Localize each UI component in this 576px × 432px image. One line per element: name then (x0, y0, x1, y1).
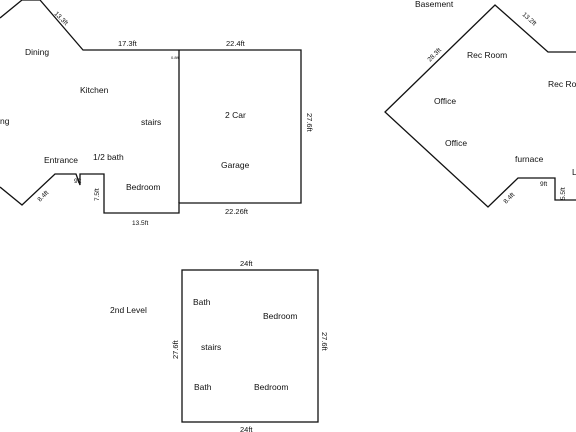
second-level-top-dimension: 24ft (240, 259, 253, 268)
living-room-label: ng (0, 116, 10, 126)
basement-bottom-step-dimension: 9ft (540, 181, 547, 188)
dining-label: Dining (25, 47, 49, 57)
small-note-dimension: 0.8ft (171, 55, 180, 60)
basement-plan: Basement Rec Room Rec Ro Office Office f… (384, 0, 576, 208)
entrance-top-dimension: 9ft (74, 178, 81, 185)
second-level-outline (181, 269, 319, 423)
garage-bottom-dimension: 22.26ft (225, 207, 249, 216)
basement-left-angle-dimension: 28.3ft (426, 47, 443, 64)
second-level-right-dimension: 27.6ft (320, 332, 329, 352)
kitchen-top-dimension: 17.3ft (118, 39, 138, 48)
garage-right-dimension: 27.6ft (305, 113, 314, 133)
basement-right-side-dimension: 5.5ft (560, 187, 567, 200)
stairs-label: stairs (141, 117, 161, 127)
bedroom-top-label: Bedroom (263, 311, 298, 321)
rec-room-left-label: Rec Room (467, 50, 507, 60)
rec-room-right-label: Rec Ro (548, 79, 576, 89)
kitchen-label: Kitchen (80, 85, 109, 95)
office-upper-label: Office (434, 96, 456, 106)
second-level-left-dimension: 27.6ft (171, 339, 180, 359)
main-floor-outline (0, 0, 302, 214)
basement-top-angle-dimension: 13.2ft (521, 11, 538, 27)
cut-letter-label: L (572, 167, 576, 177)
garage-label-line2: Garage (221, 160, 250, 170)
second-level-title: 2nd Level (110, 305, 147, 315)
second-level-plan: 2nd Level Bath Bedroom stairs Bath Bedro… (110, 259, 329, 432)
basement-outline (384, 4, 576, 208)
bedroom-bottom-dimension: 13.5ft (132, 220, 148, 227)
second-level-bottom-dimension: 24ft (240, 425, 253, 432)
entrance-label: Entrance (44, 155, 78, 165)
garage-label-line1: 2 Car (225, 110, 246, 120)
bedroom-label: Bedroom (126, 182, 161, 192)
stairs-label-2nd: stairs (201, 342, 221, 352)
garage-top-dimension: 22.4ft (226, 39, 246, 48)
entrance-side-dimension: 7.5ft (94, 188, 101, 201)
main-floor-plan: Dining Kitchen ng stairs Entrance 1/2 ba… (0, 0, 314, 227)
basement-title: Basement (415, 0, 454, 9)
bath-bottom-label: Bath (194, 382, 212, 392)
half-bath-label: 1/2 bath (93, 152, 124, 162)
basement-bottom-angle-dimension: 8.4ft (502, 191, 516, 205)
furnace-label: furnace (515, 154, 544, 164)
office-lower-label: Office (445, 138, 467, 148)
bottom-left-angle-dimension: 8.4ft (36, 189, 50, 203)
bedroom-bottom-label: Bedroom (254, 382, 289, 392)
bath-top-label: Bath (193, 297, 211, 307)
